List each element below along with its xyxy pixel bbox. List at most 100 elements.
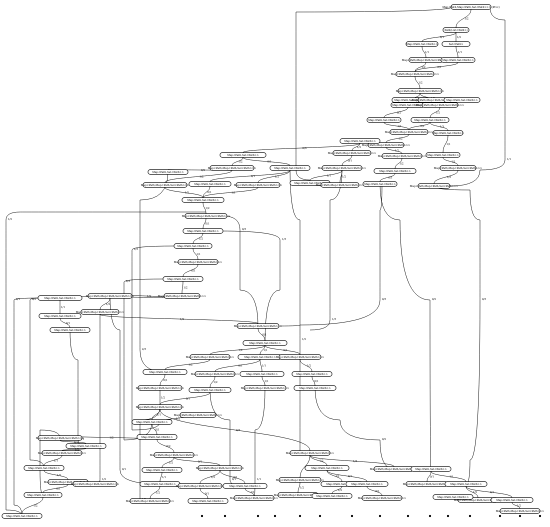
edge-label: 1/2 <box>275 175 280 179</box>
diagram-node: Map<Path,Set<Path>> <box>405 41 439 47</box>
diagram-node: Map<Path,Set<Path>> <box>444 481 488 487</box>
node-label: Map<Path,Map<Path,Set<Path>>> <box>141 183 189 187</box>
diagram-edge <box>383 122 410 130</box>
edge-label: 2/3 <box>142 347 147 351</box>
diagram-edge <box>149 486 161 499</box>
edge-label: 1/1 <box>446 142 451 146</box>
diagram-node: Map<Path,Set<Path>> <box>139 481 181 487</box>
diagram-node: Map<Path,Set<Path>> <box>219 152 267 158</box>
node-label: Map<Path,Map<Path,Set<Path>>> <box>38 451 86 455</box>
diagram-loop-edge <box>449 6 506 187</box>
edge-label: 1/3 <box>440 125 445 129</box>
node-label: Map<Path,Set<Path>> <box>152 170 184 174</box>
node-label: Map<Path,Map<Path,Set<Path>>> <box>454 498 502 502</box>
node-box <box>397 88 443 94</box>
diagram-loop-edge <box>69 329 87 447</box>
node-box <box>37 435 83 441</box>
diagram-node: Map<Path,Map<Path,Set<Path>>> <box>208 165 256 171</box>
diagram-edge <box>159 374 166 386</box>
diagram-edge <box>42 484 69 493</box>
node-box <box>131 419 173 425</box>
node-label: Map<Path,Set<Path>> <box>364 182 396 186</box>
diagram-node: Map<Path,Map<Path,Set<Path>>> <box>358 495 406 501</box>
node-box <box>136 434 178 440</box>
node-box <box>332 150 372 156</box>
edge-label: 0/1 <box>251 174 256 178</box>
diagram-loop-edge <box>295 6 453 181</box>
edge-label: 1/2 <box>185 191 190 195</box>
edge-label: 0/1 <box>262 333 267 337</box>
node-label: Map<Path,Set<Path>> <box>446 98 478 102</box>
edge-label: 0/1 <box>314 379 319 383</box>
node-label: Map<Path,Map<Path,Set<Path>>> <box>208 166 256 170</box>
diagram-edge <box>465 486 513 498</box>
node-label: Map<Path,Map<Path,Set<Path>>> <box>136 386 184 390</box>
diagram-node: Map<Path,Set<Path>> <box>222 483 268 489</box>
diagram-edge <box>182 264 199 277</box>
node-label: Map<Path,Set<Path>> <box>6 514 38 518</box>
diagram-node: Map<Path,Map<Path,Set<Path>>> <box>182 213 230 219</box>
diagram-node: Map<Path,Map<Path,Set<Path>>> <box>186 354 234 360</box>
diagram-node: Map<Path,Set<Path>> <box>432 494 474 500</box>
diagram-edge <box>259 345 266 355</box>
edge-label: 1/2 <box>156 491 161 495</box>
diagram-edge <box>421 46 427 58</box>
node-box <box>425 152 461 158</box>
terminal-dot <box>518 514 522 518</box>
edge-label: 0/1 <box>490 490 495 494</box>
node-label: Map<Path,Set<Path>> <box>437 495 469 499</box>
node-box <box>311 493 353 499</box>
diagram-edge <box>209 170 291 182</box>
node-box <box>373 168 417 174</box>
diagram-node: Map<Path,Set<Path>> <box>345 481 389 487</box>
node-label: Map<Path,Map<Path,Set<Path>>> <box>186 355 234 359</box>
terminal-dot <box>406 514 410 518</box>
diagram-edge <box>257 170 291 183</box>
diagram-edge <box>21 497 44 514</box>
diagram-edge <box>231 157 244 166</box>
node-box <box>163 293 201 299</box>
diagram-node: Map<Path,Set<Path>> <box>443 97 481 103</box>
node-label: Map<Path,Map<Path,Set<Path>>> <box>158 294 206 298</box>
diagram-node: Map<Path,Map<Path,Set<Path>>> <box>416 102 464 108</box>
edge-label: 0/1 <box>348 474 353 478</box>
diagram-node: Map<Path,Set<Path>> <box>182 228 224 234</box>
node-label: Map<Path,Set<Path>> <box>432 131 464 135</box>
diagram-edge <box>408 122 431 130</box>
diagram-edge <box>214 359 261 372</box>
diagram-loop-edge <box>209 389 246 487</box>
edge-label: 1/2 <box>464 17 469 21</box>
node-box <box>320 182 360 188</box>
diagram-edge <box>455 46 459 58</box>
diagram-edge <box>261 376 266 386</box>
diagram-edge <box>99 298 111 310</box>
node-label: Map<Path,Set<Path>> <box>296 372 328 376</box>
node-label: Map<Path,Set<Path>> <box>246 372 278 376</box>
node-box <box>188 181 232 187</box>
diagram-node: Map<Path,Set<Path>> <box>339 138 381 144</box>
diagram-node: Map<Path,Set<Path>> <box>410 117 450 123</box>
node-label: Map<Path,Set<Path>> <box>149 370 181 374</box>
node-label: Map<Path,Set<Path>> <box>167 277 199 281</box>
diagram-edge <box>43 455 63 466</box>
node-label: Map<Path,Set<Path>> <box>70 444 102 448</box>
edge-label: 1/3 <box>134 247 139 251</box>
node-label: Map<Path,Set<Path>> <box>146 468 178 472</box>
diagram-node: Map<Path,Set<Path>> <box>366 117 402 123</box>
edge-label: 1/2 <box>8 217 13 221</box>
diagram-edge <box>159 392 211 405</box>
diagram-node: Map<Path,Set<Path>> <box>23 465 65 471</box>
diagram-edge <box>442 135 449 153</box>
diagram-node: Map<Path,Set<Path>> <box>242 340 288 346</box>
node-box <box>142 369 188 375</box>
edge-label: 0/1 <box>16 297 21 301</box>
diagram-edge <box>430 471 467 482</box>
node-label: Map<Path,Map<Path,Set<Path>>> <box>276 355 324 359</box>
node-label: Map<Path,Map<Path,Set<Path>>> <box>362 143 410 147</box>
node-label: Map<Path,Set<Path>> <box>192 499 224 503</box>
node-box <box>137 385 183 391</box>
node-box <box>72 481 118 487</box>
terminal-dot <box>200 514 204 518</box>
node-box <box>41 450 83 456</box>
